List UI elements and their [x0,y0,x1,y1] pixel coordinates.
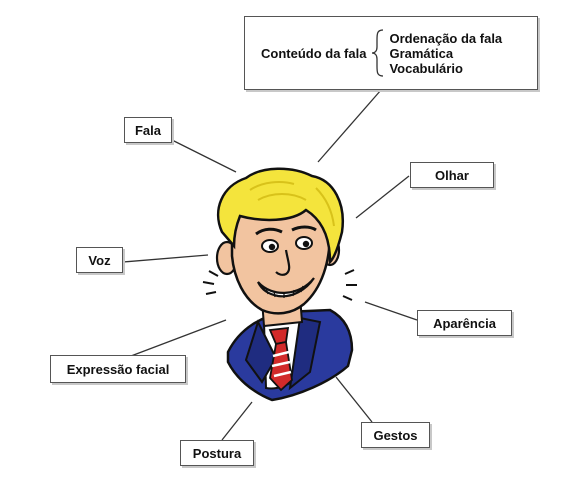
nose [275,249,291,276]
label-postura: Postura [180,440,254,466]
teeth [265,285,304,298]
connector-fala [171,139,237,173]
tie-stripes [271,350,292,378]
expression-marks [202,269,357,301]
label-olhar: Olhar [410,162,494,188]
lapel-right [288,316,322,391]
eyebrow-left [255,227,283,236]
connector-gestos [335,376,373,423]
hair-strands [249,181,335,227]
content-item-vocabulario: Vocabulário [389,60,463,76]
brace-icon [372,29,384,77]
hair [216,167,344,266]
content-box-title: Conteúdo da fala [261,45,367,61]
connector-expressao [130,319,227,357]
label-voz: Voz [76,247,123,273]
connector-aparencia [364,301,418,321]
connector-postura [221,401,253,441]
eyebrow-right [291,225,317,232]
label-aparencia: Aparência [417,310,512,336]
content-subitems: Ordenação da fala Gramática Vocabulário [389,31,502,76]
connector-olhar [355,175,410,219]
label-expressao-facial: Expressão facial [50,355,186,383]
content-item-gramatica: Gramática [389,45,454,61]
label-fala: Fala [124,117,172,143]
label-gestos: Gestos [361,422,430,448]
pupil-right [302,240,310,248]
connector-conteudo [317,89,382,163]
lapel-left [244,319,278,384]
tie [269,340,293,392]
content-box: Conteúdo da fala Ordenação da fala Gramá… [244,16,538,90]
connector-voz [122,254,209,263]
content-item-ordenacao: Ordenação da fala [389,30,503,46]
pupil-left [268,243,276,251]
